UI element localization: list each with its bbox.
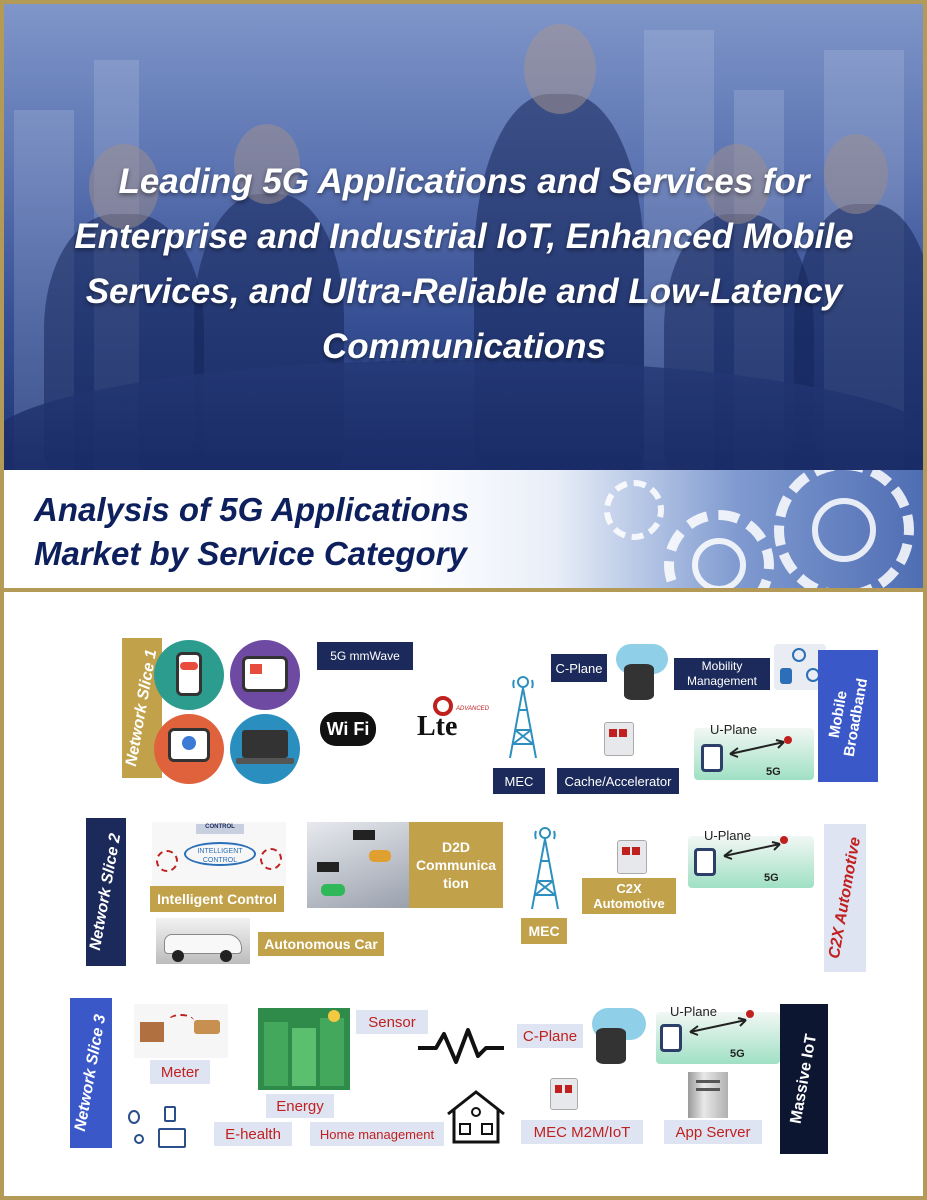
d2d-communication-label: D2D Communica tion [409, 822, 503, 908]
video-call-icon [154, 714, 224, 784]
c2x-automotive-label: C2X Automotive [582, 878, 676, 914]
slice3-label-text: Network Slice 3 [71, 1013, 110, 1133]
person-head [234, 124, 300, 204]
control-text: CONTROL [196, 824, 244, 834]
gear-icon [664, 510, 774, 588]
ehealth-graphic [126, 1104, 210, 1150]
mobile-broadband-text: Mobile Broadband [826, 677, 872, 758]
network-slices-diagram: Network Slice 1 5G mmWave Wi Fi Lte ADVA… [4, 592, 923, 1196]
cell-tower-icon [531, 827, 559, 910]
intelligent-control-text: INTELLIGENT CONTROL [184, 842, 256, 866]
cache-server-icon [604, 722, 634, 756]
link-arrow-icon [729, 736, 792, 758]
5g-text: 5G [730, 1048, 745, 1060]
tablet-icon [701, 744, 723, 772]
mobile-network-icon [774, 644, 826, 690]
app-server-label: App Server [664, 1120, 762, 1144]
sensor-signal-icon [418, 1028, 504, 1064]
mmwave-label: 5G mmWave [317, 642, 413, 670]
slice3-label: Network Slice 3 [70, 998, 112, 1148]
mec-label: MEC [493, 768, 545, 794]
energy-graphic [258, 1008, 350, 1090]
lte-logo: Lte [417, 711, 458, 742]
slice2-label: Network Slice 2 [86, 818, 126, 966]
subtitle: Analysis of 5G Applications Market by Se… [34, 491, 470, 572]
meter-label: Meter [150, 1060, 210, 1084]
5g-text: 5G [764, 872, 779, 884]
tablet-app-icon [230, 640, 300, 710]
c2x-automotive-side-text: C2X Automotive [825, 835, 864, 960]
mec-m2m-iot-label: MEC M2M/IoT [521, 1120, 643, 1144]
lte-signal-icon [433, 696, 453, 716]
d2d-road-image [307, 822, 409, 908]
laptop-icon [230, 714, 300, 784]
gear-icon [812, 498, 876, 562]
mobility-management-label: Mobility Management [674, 658, 770, 690]
autonomous-car-label: Autonomous Car [258, 932, 384, 956]
link-arrow-icon [689, 1010, 754, 1036]
hero-title: Leading 5G Applications and Services for… [74, 162, 854, 366]
smart-home-icon [447, 1090, 505, 1144]
divider [4, 588, 923, 592]
person-head [89, 144, 159, 229]
subtitle-band: Analysis of 5G Applications Market by Se… [4, 470, 923, 588]
c2x-server-icon [617, 840, 647, 874]
c-plane-label: C-Plane [551, 654, 607, 682]
lte-advanced-tag: ADVANCED [456, 706, 490, 712]
cache-accelerator-label: Cache/Accelerator [557, 768, 679, 794]
person-head [524, 24, 596, 114]
mec-server-icon [550, 1078, 578, 1110]
hero-overlay [4, 4, 923, 470]
hero-banner: Leading 5G Applications and Services for… [4, 4, 923, 470]
massive-iot-side-label: Massive IoT [780, 1004, 828, 1154]
5g-text: 5G [766, 766, 781, 778]
intelligent-control-label: Intelligent Control [150, 886, 284, 912]
ehealth-label: E-health [214, 1122, 292, 1146]
link-arrow-icon [723, 836, 788, 860]
slice2-label-text: Network Slice 2 [86, 832, 125, 952]
tablet-icon [660, 1024, 682, 1052]
gear-icon [692, 538, 746, 588]
u-plane-text: U-Plane [704, 828, 751, 843]
autonomous-car-image [156, 918, 250, 964]
wifi-logo: Wi Fi [320, 712, 376, 746]
mobile-app-icon [154, 640, 224, 710]
c-plane-label-slice3: C-Plane [517, 1024, 583, 1048]
c2x-automotive-side-label: C2X Automotive [824, 824, 866, 972]
gear-icon [604, 480, 664, 540]
u-plane-text: U-Plane [670, 1004, 717, 1019]
person-head [824, 134, 888, 214]
cell-tower-icon [509, 676, 537, 759]
u-plane-text: U-Plane [710, 722, 757, 737]
home-management-label: Home management [310, 1122, 444, 1146]
tablet-icon [694, 848, 716, 876]
massive-iot-text: Massive IoT [787, 1032, 820, 1126]
meter-graphic [134, 1004, 228, 1058]
u-plane-panel: U-Plane 5G [656, 1004, 780, 1064]
database-icon [624, 664, 654, 700]
mec-label: MEC [521, 918, 567, 944]
mobile-broadband-side-label: Mobile Broadband [818, 650, 878, 782]
database-icon [596, 1028, 626, 1064]
app-server-icon [688, 1072, 728, 1118]
energy-label: Energy [266, 1094, 334, 1118]
gear-icon [774, 470, 914, 588]
sensor-label: Sensor [356, 1010, 428, 1034]
intelligent-control-graphic: CONTROL INTELLIGENT CONTROL [152, 822, 286, 886]
person-head [704, 144, 770, 224]
